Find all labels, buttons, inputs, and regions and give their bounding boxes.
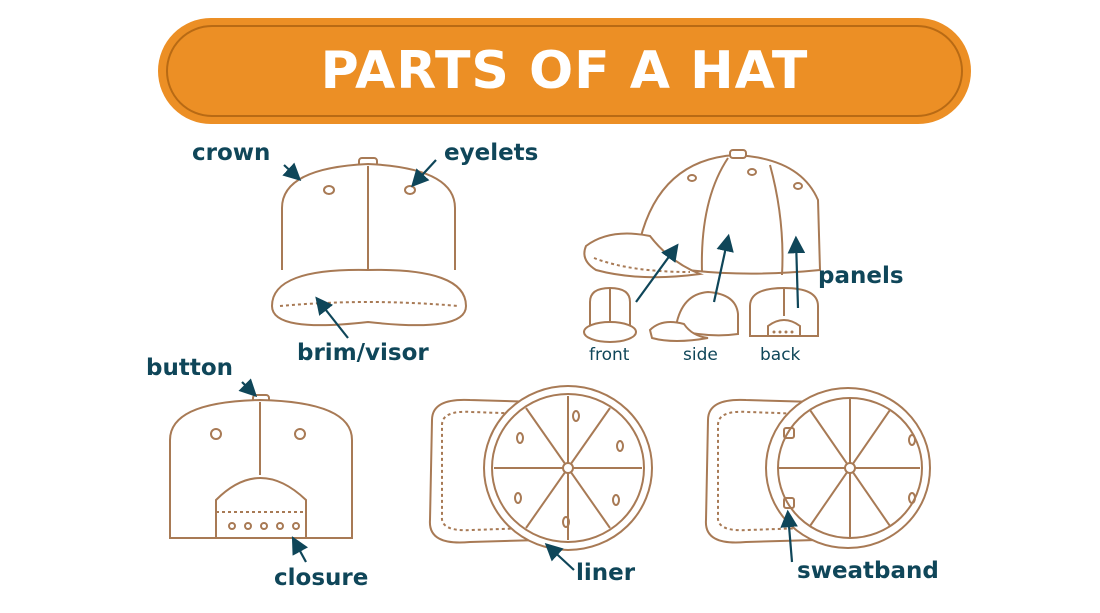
liner-arrow xyxy=(544,543,575,571)
button-arrow xyxy=(238,378,258,398)
liner-cap-drawing xyxy=(428,385,653,551)
back-cap-drawing xyxy=(169,394,353,539)
brim-arrow xyxy=(315,296,349,339)
closure-label: closure xyxy=(274,565,369,591)
small-back-cap-icon xyxy=(749,286,819,337)
title-banner: PARTS OF A HAT xyxy=(158,18,971,124)
crown-arrow xyxy=(282,162,302,181)
small-front-cap-icon xyxy=(583,286,637,343)
side-cap-drawing xyxy=(583,149,822,279)
crown-label: crown xyxy=(192,140,271,166)
sweatband-label: sweatband xyxy=(797,558,939,584)
button-label: button xyxy=(146,355,234,381)
title-banner-inner: PARTS OF A HAT xyxy=(166,25,963,117)
panels-arrow-2 xyxy=(712,233,734,303)
eyelets-label: eyelets xyxy=(444,140,539,166)
panels-arrow-3 xyxy=(787,235,806,309)
liner-label: liner xyxy=(576,560,636,586)
eyelets-arrow xyxy=(411,159,437,188)
page-title: PARTS OF A HAT xyxy=(320,41,809,101)
sweatband-cap-drawing xyxy=(704,387,931,549)
side-label: side xyxy=(683,345,718,365)
front-cap-drawing xyxy=(270,157,468,327)
back-label: back xyxy=(760,345,801,365)
panels-arrow-1 xyxy=(635,243,679,303)
front-label: front xyxy=(589,345,630,365)
brim-label: brim/visor xyxy=(297,340,429,366)
label-arrows xyxy=(238,159,806,571)
small-side-cap-icon xyxy=(648,290,739,342)
sweatband-arrow xyxy=(780,509,798,563)
panels-label: panels xyxy=(818,263,904,289)
closure-arrow xyxy=(291,536,309,563)
